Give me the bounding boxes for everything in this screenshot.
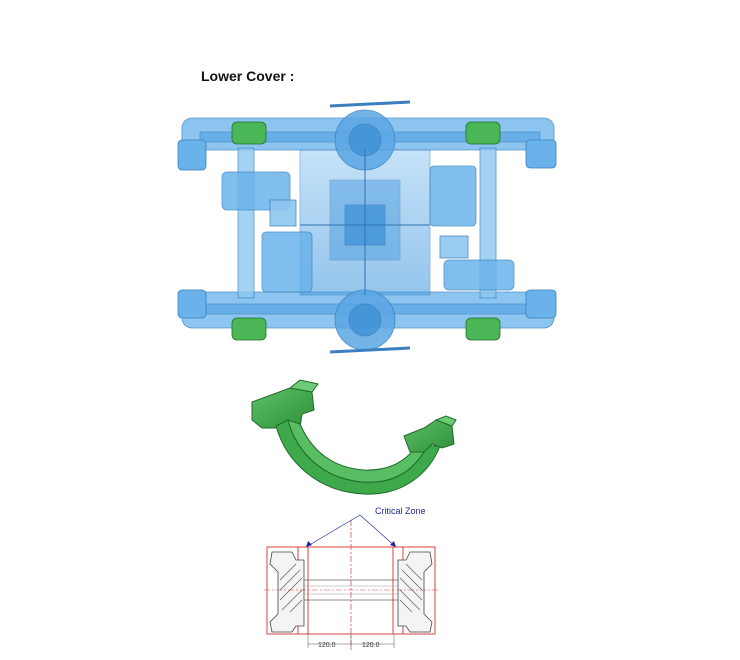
dimension-label-right: 120.0 [362, 642, 380, 649]
dimension-label-left: 120.0 [318, 642, 336, 649]
bogie-assembly-illustration [177, 100, 557, 354]
critical-zone-label: Critical Zone [375, 506, 426, 516]
page-title: Lower Cover : [201, 68, 295, 84]
green-axlebox-highlights [231, 121, 501, 341]
lower-cover-part-illustration [251, 379, 457, 495]
section-drawing [264, 514, 438, 650]
